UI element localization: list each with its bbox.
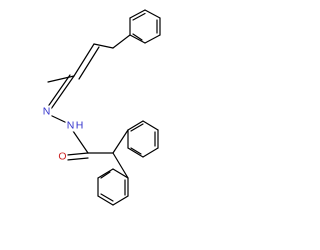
chain-bond-ring-to-vinyl [112, 34, 131, 49]
ring-bottom-bond-2 [97, 168, 114, 179]
ring-top-bond-1 [129, 9, 146, 19]
bond-ch-to-ring-lower [112, 152, 129, 179]
bond-layer [46, 9, 161, 206]
n-imine-label-background [41, 105, 52, 118]
ring-top-bond-5 [129, 34, 146, 44]
bond-n-n [49, 114, 68, 124]
ring-right-double-1 [130, 123, 144, 132]
ring-right-bond-1 [127, 120, 144, 131]
ring-right-double-3 [130, 147, 142, 155]
nitrogen-imine-label: N [43, 106, 51, 118]
bond-n-carbonyl [72, 130, 89, 154]
ring-bottom-bond-4 [97, 195, 114, 206]
ring-bottom-double-1 [100, 171, 111, 179]
ring-top-double-1 [132, 12, 146, 21]
ring-bottom-bond-5 [112, 195, 129, 206]
hydrogen-amide-label: H [76, 120, 84, 132]
ring-top-bond-4 [144, 34, 161, 44]
ring-bottom-double-2 [100, 193, 114, 202]
molecule-structure-canvas: N N H O [41, 9, 161, 206]
ring-right-bond-5 [127, 147, 144, 158]
chain-vinyl-double-1 [73, 43, 95, 77]
ring-top-double-3 [132, 33, 143, 41]
bond-ch-to-ring-upper [112, 129, 129, 154]
bond-c-o-double-1 [66, 152, 89, 156]
nitrogen-amide-label: N [67, 120, 75, 132]
ring-bottom-bond-1 [112, 168, 129, 179]
ring-right-bond-2 [142, 120, 159, 131]
chain-vinyl-double-2 [78, 46, 100, 80]
bond-c-o-double-2 [66, 157, 89, 161]
oxygen-carbonyl-label: O [58, 151, 66, 163]
ring-right-bond-4 [142, 147, 159, 158]
chain-c-n-double-2 [46, 74, 71, 109]
chain-bond-to-methyl [47, 75, 75, 83]
n-amide-label-background [65, 119, 86, 132]
ring-top-bond-2 [144, 9, 161, 19]
atom-label-layer: N N H O [41, 105, 86, 163]
chain-c-n-double-1 [50, 75, 75, 110]
o-carbonyl-label-background [57, 150, 68, 163]
chain-vinyl-single [93, 43, 114, 49]
